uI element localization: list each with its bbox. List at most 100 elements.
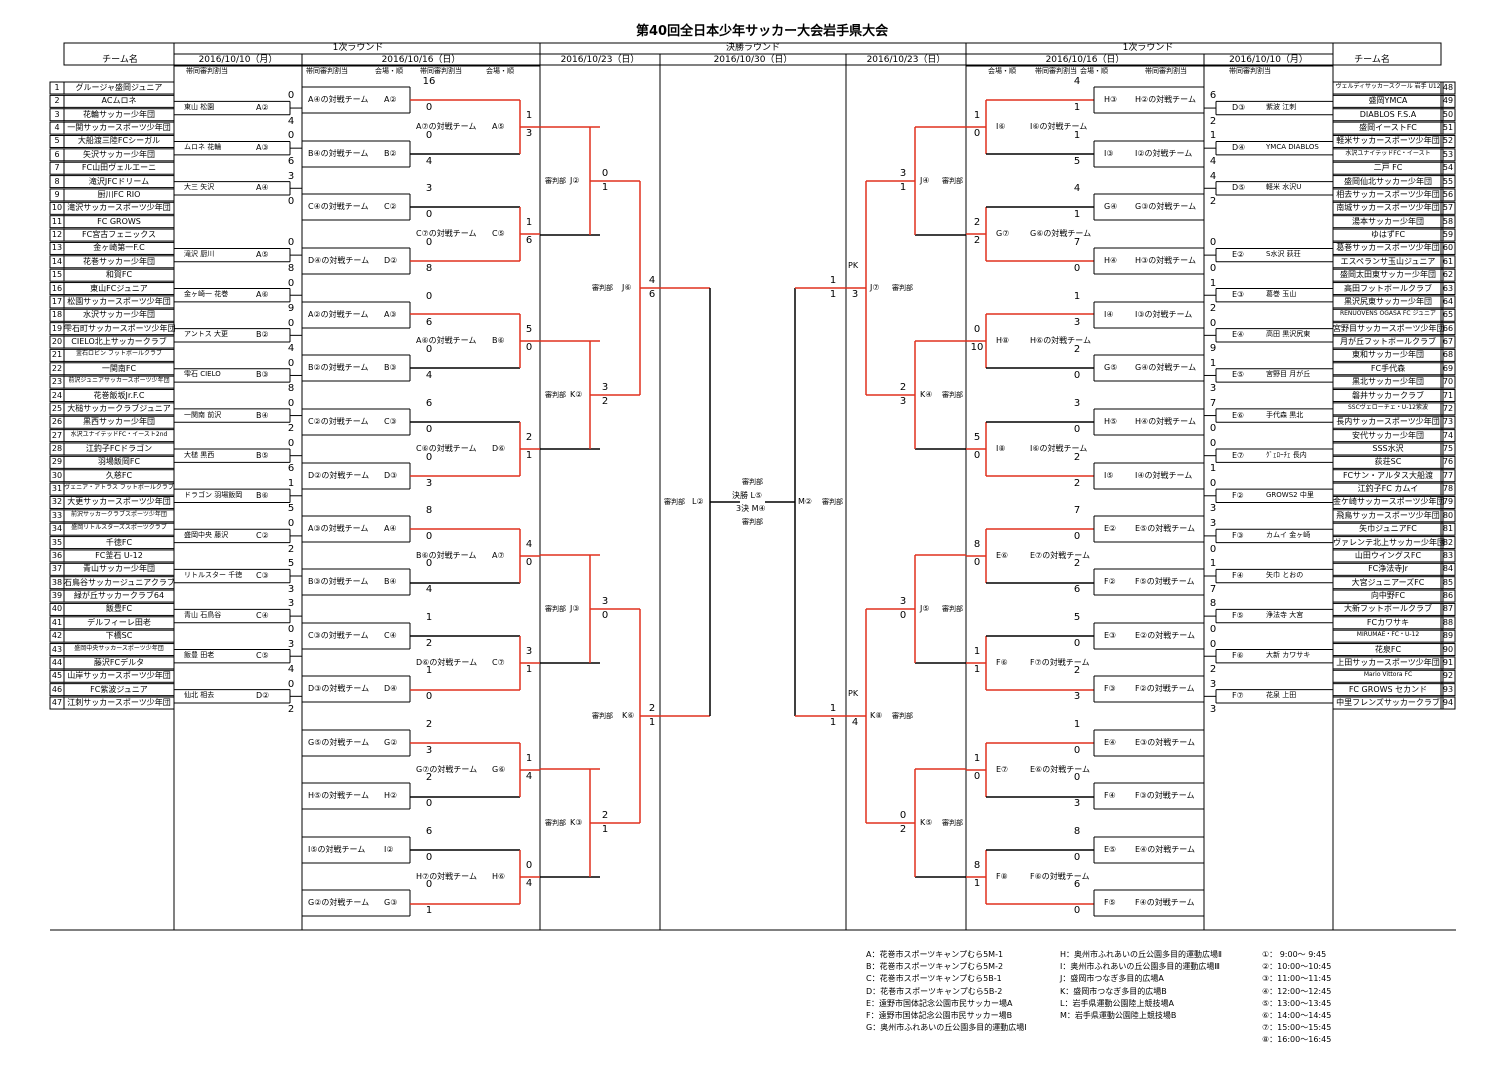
match-code: A④ [384,524,397,533]
match-code: B④ [384,577,397,586]
referee-assignment: ｸﾞｪﾛｰﾁｪ 長内 [1266,450,1307,459]
score: 4 [525,771,533,782]
team-number: 70 [1442,377,1454,387]
matchup-label: E②の対戦チーム [1135,631,1195,640]
team-number: 94 [1442,698,1454,708]
score: 2 [1073,478,1081,489]
team-number: 23 [51,377,63,387]
matchup-label: E⑤の対戦チーム [1135,524,1195,533]
matchup-label: B③の対戦チーム [308,577,369,586]
score: 0 [287,357,295,369]
team-name: 矢巾ジュニアFC [1359,524,1417,534]
score: 0 [425,452,433,463]
score: 0 [287,195,295,207]
score: 4 [425,370,433,381]
team-number: 24 [51,390,63,400]
match-code: I③ [1104,149,1114,158]
subheader: 会場・順 [988,67,1016,75]
referee-assignment: 葛巻 玉山 [1266,290,1297,299]
match-code: A⑦ [492,551,505,560]
team-number: 84 [1442,564,1454,574]
date-header: 2016/10/23（日） [866,55,946,65]
team-number: 40 [51,604,63,614]
score: 8 [287,262,295,274]
score: 0 [601,168,609,179]
match-code: F③ [1104,684,1116,693]
score: 6 [287,155,295,167]
referee-assignment: 大三 矢沢 [184,183,215,192]
team-number-box [1440,602,1456,616]
team-number: 93 [1442,684,1454,694]
referee-label: 審判部 [545,391,566,399]
team-name: 千徳FC [105,537,133,547]
match-code: K⑥ [622,711,635,720]
team-name: 黒沢尻東サッカー少年団 [1344,296,1432,306]
round1-header: 1次ラウンド [1122,43,1174,53]
matchup-label: F⑥の対戦チーム [1030,872,1090,881]
team-name: ゆはずFC [1370,230,1406,240]
score: 1 [1073,719,1081,730]
referee-assignment: 高田 黒沢尻東 [1266,330,1311,339]
team-name: 向中野FC [1370,591,1406,601]
venue-legend: L：岩手県運動公園陸上競技場A [1060,998,1174,1008]
team-name: デルフィーレ田老 [87,617,151,627]
team-name: 江釣子FC カムイ [1357,484,1419,494]
score: 1 [1073,291,1081,302]
matchup-label: H④の対戦チーム [1135,417,1196,426]
score: 0 [287,130,295,142]
team-name-box [63,429,175,443]
time-legend: ④：12:00～12:45 [1262,986,1332,996]
team-name: 黒西サッカー少年団 [83,417,155,427]
match-code: I⑤ [1104,471,1114,480]
team-number: 86 [1442,591,1454,601]
team-number: 53 [1442,149,1454,159]
match-code: E⑥ [1232,410,1245,420]
score: 4 [425,584,433,595]
match-code: J⑤ [920,604,930,613]
match-code: G② [384,738,398,747]
team-number: 25 [51,403,63,413]
matchup-label: H⑥の対戦チーム [1030,336,1091,345]
team-number: 38 [51,577,63,587]
team-number: 34 [51,524,63,534]
team-name: 盛岡仙北サッカー少年団 [1344,176,1432,186]
team-number: 61 [1442,256,1454,266]
team-number: 30 [51,470,63,480]
score: 0 [525,342,533,353]
team-number: 74 [1442,430,1454,440]
referee-label: 審判部 [942,391,963,399]
referee-label: 審判部 [742,478,763,486]
team-name: 二戸 FC [1373,163,1403,173]
team-name: 上田サッカースポーツ少年団 [1336,657,1440,667]
match-code: F④ [1232,571,1244,580]
match-code: A③ [256,143,269,153]
score: 0 [287,237,295,249]
team-number: 47 [51,698,63,708]
team-name: グルージャ盛岡ジュニア [75,83,163,92]
team-number-box [1440,495,1456,509]
team-number: 15 [51,270,63,280]
team-number: 59 [1442,230,1454,240]
team-number: 68 [1442,350,1454,360]
score: 0 [425,424,433,435]
team-number: 17 [51,296,63,306]
match-code: F⑦ [1232,691,1244,701]
matchup-label: C③の対戦チーム [308,631,369,640]
team-number-box [1440,175,1456,189]
score: 3 [899,396,907,407]
team-number-box [1440,442,1456,456]
score: 0 [287,678,295,690]
referee-assignment: 花泉 上田 [1266,691,1297,700]
score: 1 [525,217,533,228]
venue-legend: J：盛岡市つなぎ多目的広場A [1060,974,1164,984]
referee-label: 審判部 [942,819,963,827]
matchup-label: C⑦の対戦チーム [416,229,477,238]
score: 0 [973,128,981,139]
referee-assignment: カムイ 金ヶ崎 [1266,530,1311,539]
third-place-match: 3決 M④ [736,504,766,513]
team-name-box [63,389,175,403]
matchup-label: B⑥の対戦チーム [416,551,477,560]
score: 3 [425,183,433,194]
referee-label: 審判部 [892,712,913,720]
